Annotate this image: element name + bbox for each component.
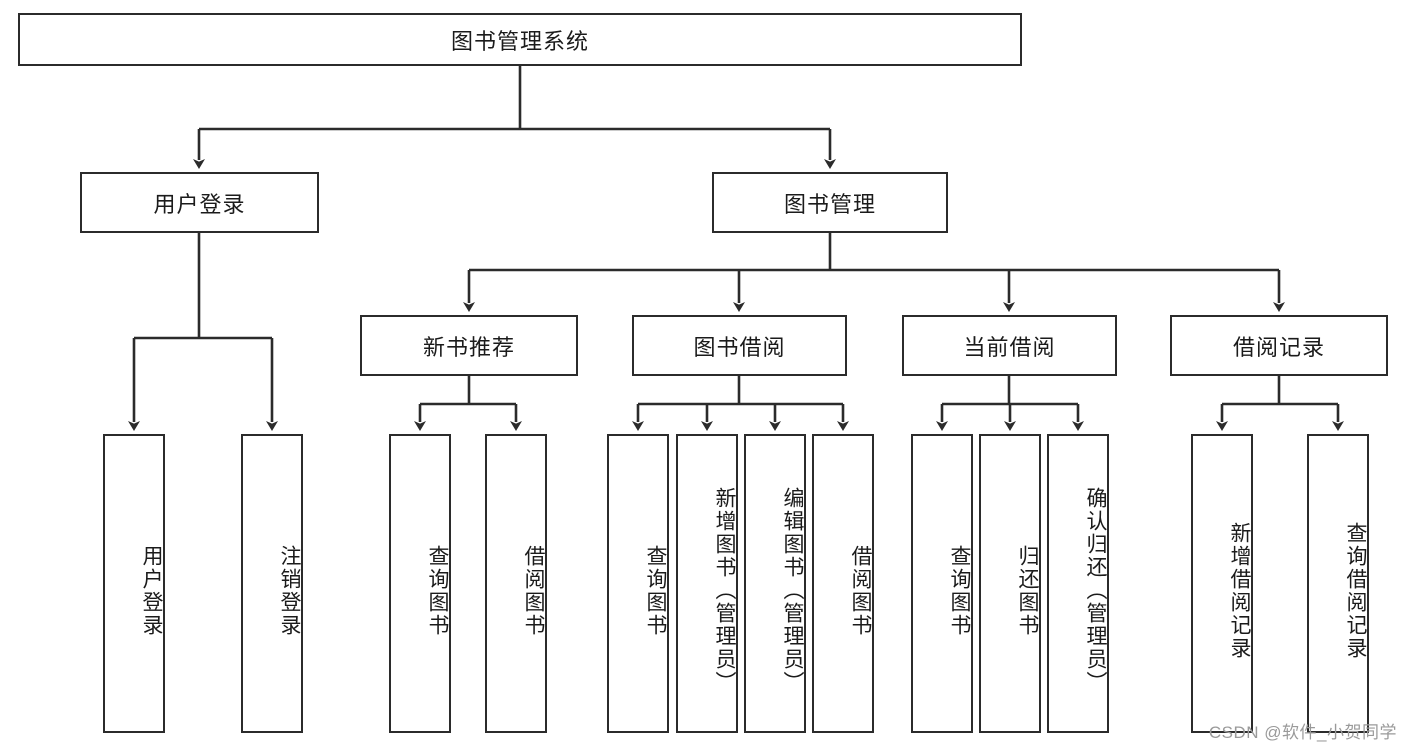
node-leaf-query-book-current[interactable]: 查询图书 [911,434,973,733]
node-leaf-query-book-borrow[interactable]: 查询图书 [607,434,669,733]
node-leaf-query-borrow-record[interactable]: 查询借阅记录 [1307,434,1369,733]
node-leaf-borrow-book-recommend[interactable]: 借阅图书 [485,434,547,733]
node-leaf-borrow-book[interactable]: 借阅图书 [812,434,874,733]
node-book-management[interactable]: 图书管理 [712,172,948,233]
node-leaf-edit-book-admin[interactable]: 编辑图书（管理员） [744,434,806,733]
node-label: 查询图书 [644,544,667,637]
node-label: 新增借阅记录 [1228,521,1251,660]
node-leaf-logout-login[interactable]: 注销登录 [241,434,303,733]
node-label: 查询图书 [426,544,449,637]
node-label: 注销登录 [278,544,301,637]
watermark-text: CSDN @软件_小贺同学 [1208,723,1397,742]
node-label: 编辑图书（管理员） [781,487,804,694]
node-label: 新书推荐 [422,334,515,360]
node-label: 用户登录 [153,191,246,217]
node-leaf-return-book[interactable]: 归还图书 [979,434,1041,733]
node-label: 用户登录 [140,544,163,637]
node-user-login[interactable]: 用户登录 [80,172,319,233]
node-label: 图书借阅 [693,334,786,360]
node-new-book-recommend[interactable]: 新书推荐 [360,315,578,376]
node-root-book-management-system[interactable]: 图书管理系统 [18,13,1022,66]
node-leaf-confirm-return-admin[interactable]: 确认归还（管理员） [1047,434,1109,733]
node-label: 查询图书 [948,544,971,637]
node-label: 确认归还（管理员） [1084,487,1107,694]
node-label: 借阅图书 [522,544,545,637]
node-label: 图书管理 [783,191,876,217]
node-borrow-record[interactable]: 借阅记录 [1170,315,1388,376]
node-leaf-query-book-recommend[interactable]: 查询图书 [389,434,451,733]
node-label: 归还图书 [1016,544,1039,637]
node-label: 图书管理系统 [450,28,589,54]
node-label: 新增图书（管理员） [713,487,736,694]
node-label: 查询借阅记录 [1344,521,1367,660]
node-current-borrow[interactable]: 当前借阅 [902,315,1117,376]
node-label: 借阅图书 [849,544,872,637]
node-leaf-add-book-admin[interactable]: 新增图书（管理员） [676,434,738,733]
node-leaf-user-login[interactable]: 用户登录 [103,434,165,733]
node-label: 当前借阅 [963,334,1056,360]
node-leaf-add-borrow-record[interactable]: 新增借阅记录 [1191,434,1253,733]
node-label: 借阅记录 [1232,334,1325,360]
node-book-borrow[interactable]: 图书借阅 [632,315,847,376]
